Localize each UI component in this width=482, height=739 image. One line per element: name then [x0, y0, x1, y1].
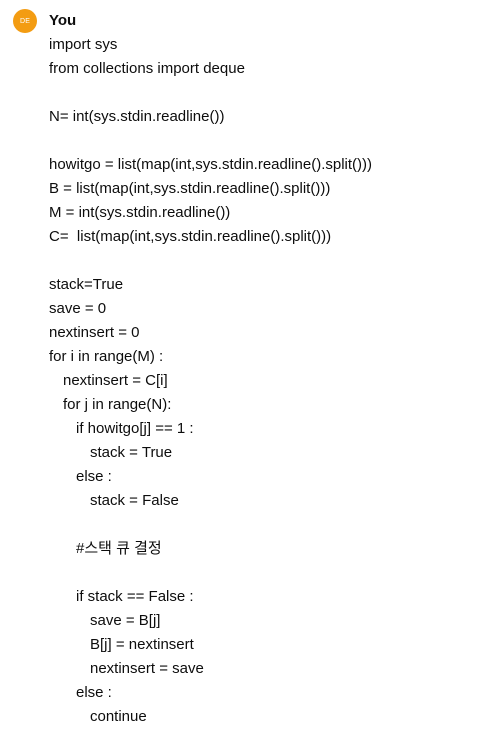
code-line: if stack == False : [76, 588, 194, 605]
code-line: import sys [49, 36, 118, 53]
code-line: nextinsert = C[i] [63, 372, 168, 389]
code-line: continue [90, 708, 147, 725]
code-line: else : [76, 684, 112, 701]
blank-line [49, 513, 469, 537]
blank-line [49, 81, 469, 105]
blank-line [49, 249, 469, 273]
code-line: nextinsert = save [90, 660, 204, 677]
code-line: nextinsert = 0 [49, 324, 140, 341]
code-line: N= int(sys.stdin.readline()) [49, 108, 225, 125]
blank-line [49, 129, 469, 153]
code-line: save = 0 [49, 300, 107, 317]
code-line: #스택 큐 결정 [76, 540, 162, 557]
code-line: for j in range(N): [63, 396, 172, 413]
blank-line [49, 561, 469, 585]
code-line: stack = False [90, 492, 179, 509]
code-line: stack = True [90, 444, 173, 461]
code-line: B = list(map(int,sys.stdin.readline().sp… [49, 180, 331, 197]
code-line: howitgo = list(map(int,sys.stdin.readlin… [49, 156, 373, 173]
code-line: from collections import deque [49, 60, 245, 77]
code-line: B[j] = nextinsert [90, 636, 194, 653]
author-name: You [49, 12, 77, 29]
code-line: for i in range(M) : [49, 348, 164, 365]
code-line: if howitgo[j] == 1 : [76, 420, 194, 437]
code-line: M = int(sys.stdin.readline()) [49, 204, 231, 221]
code-line: else : [76, 468, 112, 485]
code-line: C= list(map(int,sys.stdin.readline().spl… [49, 228, 332, 245]
user-avatar[interactable]: DE [13, 9, 37, 33]
code-line: stack=True [49, 276, 124, 293]
code-line: save = B[j] [90, 612, 161, 629]
